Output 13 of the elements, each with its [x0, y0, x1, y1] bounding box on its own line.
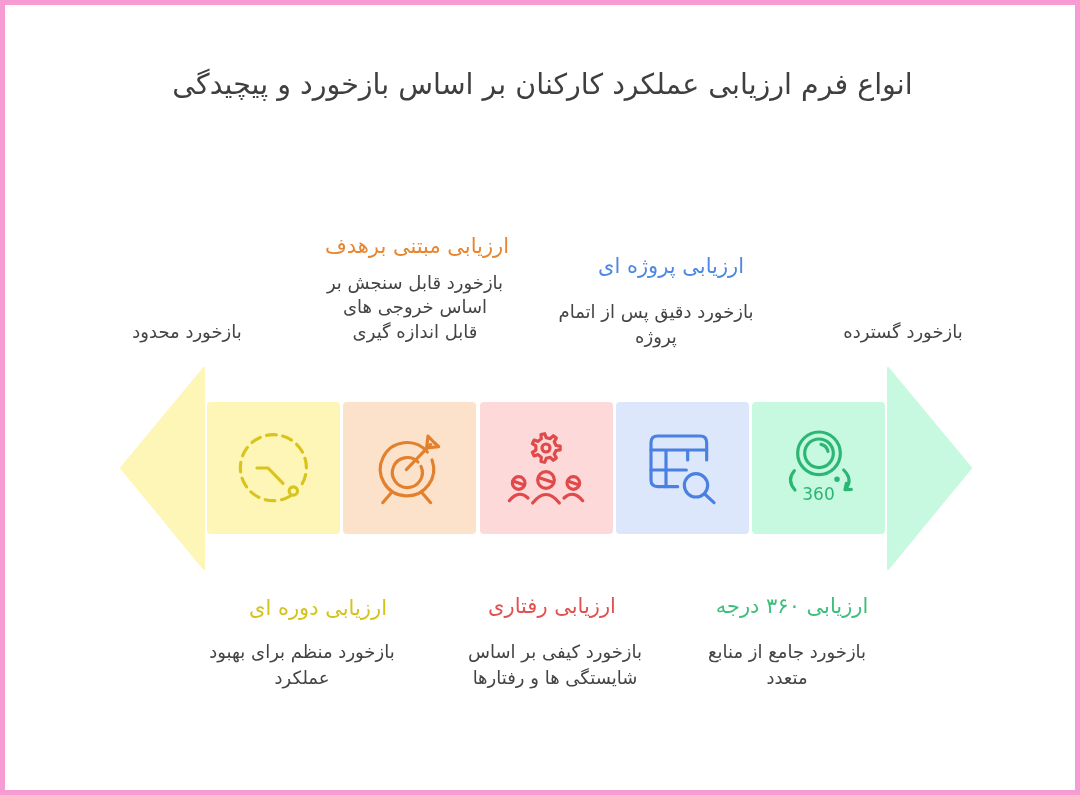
scale-end-label: بازخورد گسترده	[842, 320, 964, 345]
stage-description: بازخورد دقیق پس از اتمام پروژه	[557, 299, 755, 349]
stage-heading: ارزیابی مبتنی برهدف	[323, 233, 511, 260]
title: انواع فرم ارزیابی عملکرد کارکنان بر اساس بازخورد و پیچیدگی	[171, 67, 914, 103]
stage-heading: ارزیابی دوره ای	[248, 595, 388, 622]
stage-description: بازخورد قابل سنجش بر اساس خروجی های قابل اندازه گیری	[325, 270, 505, 344]
stage-description: بازخورد کیفی بر اساس شایستگی ها و رفتارها	[466, 640, 644, 691]
stage-description: بازخورد منظم برای بهبود عملکرد	[208, 640, 396, 691]
scale-end-label: بازخورد محدود	[131, 320, 243, 345]
stage-description: بازخورد جامع از منابع متعدد	[706, 640, 868, 690]
stage-heading: ارزیابی رفتاری	[487, 593, 617, 620]
stage-heading: ارزیابی ۳۶۰ درجه	[714, 593, 870, 620]
stage-heading: ارزیابی پروژه ای	[596, 253, 745, 280]
